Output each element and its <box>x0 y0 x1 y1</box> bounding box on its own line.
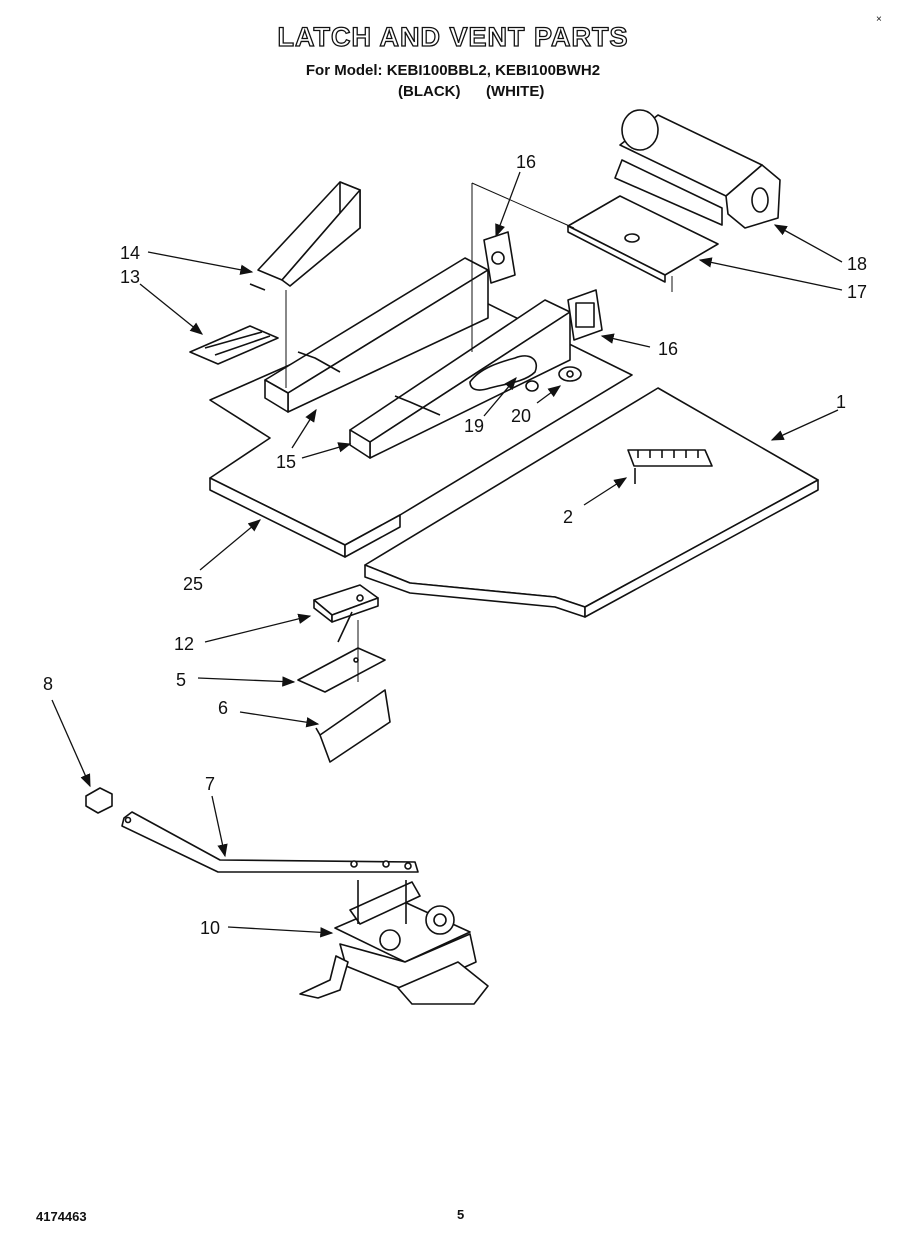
callout-10: 10 <box>200 918 220 938</box>
model-line: For Model: KEBI100BBL2, KEBI100BWH2 <box>305 62 601 79</box>
callout-7: 7 <box>205 774 215 794</box>
part-13-vent-screen <box>189 325 279 365</box>
callout-19: 19 <box>464 416 484 436</box>
part-15-vent-duct-left <box>264 257 489 413</box>
part-20-clip <box>558 366 582 382</box>
callout-13: 13 <box>120 267 140 287</box>
callout-12: 12 <box>174 634 194 654</box>
part-14-vent-chute <box>249 181 361 291</box>
callout-1: 1 <box>836 392 846 412</box>
part-10-latch-assembly <box>299 880 489 1005</box>
part-2-strike-bracket <box>627 449 713 484</box>
part-7-latch-rod <box>121 811 419 873</box>
part-18-blower-motor <box>614 109 781 229</box>
callout-15: 15 <box>276 452 296 472</box>
part-17-bracket <box>567 195 719 283</box>
callout-16-upper: 16 <box>516 152 536 172</box>
callout-16-lower: 16 <box>658 339 678 359</box>
color-black-label: (BLACK) <box>398 83 461 100</box>
callout-14: 14 <box>120 243 140 263</box>
callout-5: 5 <box>176 670 186 690</box>
part-6-shield <box>315 689 391 763</box>
part-12-latch-switch <box>313 584 379 643</box>
part-1-lower-panel <box>364 387 819 618</box>
callout-25: 25 <box>183 574 203 594</box>
callout-20: 20 <box>511 406 531 426</box>
diagram-title: LATCH AND VENT PARTS <box>277 21 629 52</box>
page-number: 5 <box>457 1207 465 1222</box>
part-8-knob <box>85 787 113 814</box>
document-number: 4174463 <box>36 1209 87 1224</box>
callout-17: 17 <box>847 282 867 302</box>
corner-mark: × <box>876 14 882 25</box>
callout-8: 8 <box>43 674 53 694</box>
callout-2: 2 <box>563 507 573 527</box>
part-19-vent-hose <box>469 355 539 392</box>
color-white-label: (WHITE) <box>486 83 545 100</box>
callout-6: 6 <box>218 698 228 718</box>
part-16-insulator-lower <box>567 289 603 341</box>
callout-18: 18 <box>847 254 867 274</box>
part-5-insulator-plate <box>297 647 386 693</box>
